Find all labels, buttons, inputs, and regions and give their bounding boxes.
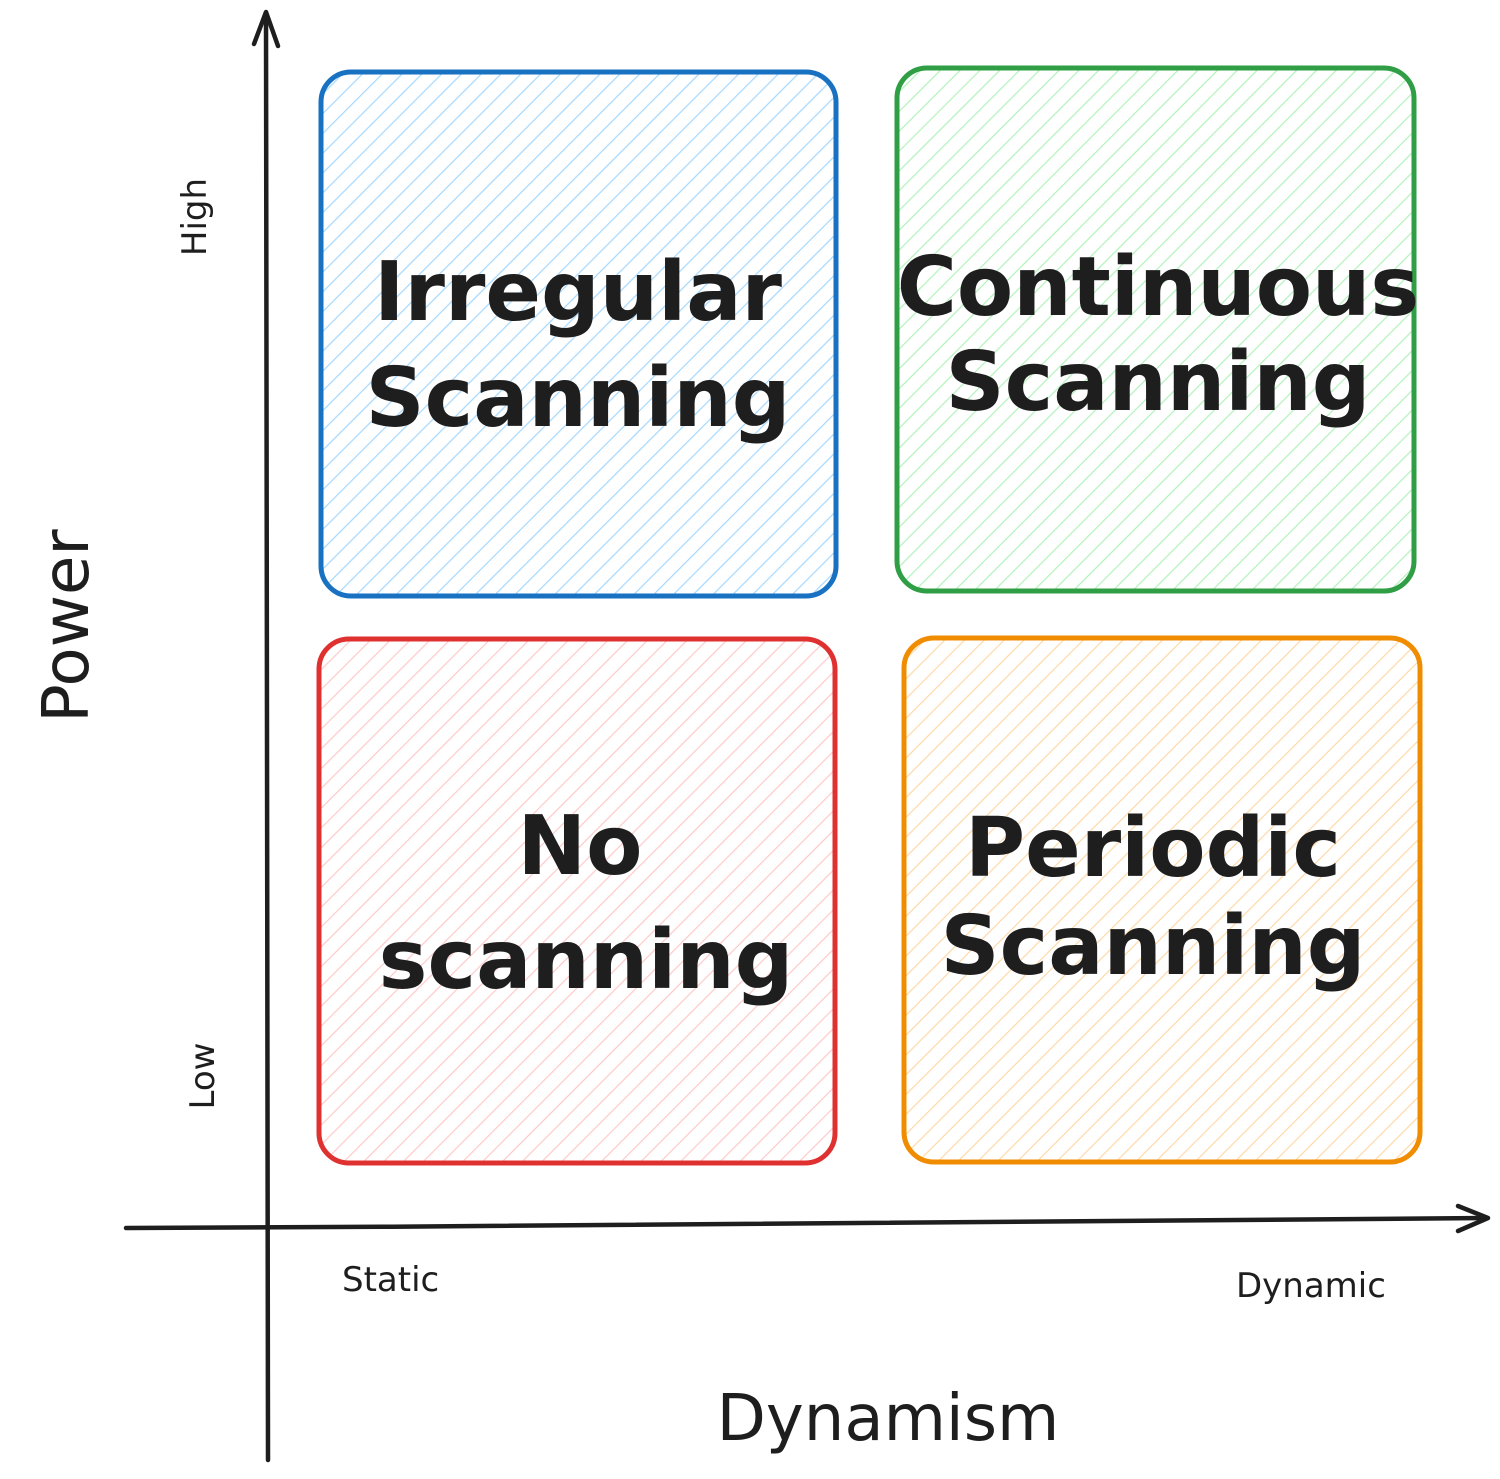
y-tick-low: Low: [183, 1043, 223, 1110]
y-axis-line: [263, 11, 271, 1463]
quadrant-irregular-title-line2: Scanning: [366, 351, 791, 446]
quadrant-continuous-border: [894, 65, 1417, 594]
quadrant-irregular-title-line1: Irregular: [374, 245, 783, 340]
quadrant-periodic-border: [901, 635, 1423, 1165]
x-tick-dynamic: Dynamic: [1236, 1266, 1386, 1306]
y-axis-title: Power: [30, 529, 104, 723]
quadrant-no-scanning: No scanning: [316, 636, 838, 1166]
quadrant-none-border: [316, 636, 838, 1166]
x-axis-title: Dynamism: [717, 1382, 1060, 1456]
quadrant-irregular-scanning: Irregular Scanning: [318, 69, 839, 599]
quadrant-none-title-line1: No: [518, 799, 643, 894]
quadrant-continuous-title-line2: Scanning: [946, 335, 1371, 430]
quadrant-periodic-title-line2: Scanning: [941, 899, 1366, 994]
quadrant-periodic-fill: [904, 638, 1420, 1162]
quadrant-continuous-title-line1: Continuous: [897, 240, 1419, 335]
y-tick-high: High: [175, 178, 215, 256]
x-tick-static: Static: [342, 1260, 439, 1300]
quadrant-continuous-scanning: Continuous Scanning: [894, 65, 1419, 594]
axes: [123, 9, 1491, 1463]
quadrant-continuous-fill: [897, 68, 1414, 591]
quadrant-none-title-line2: scanning: [379, 913, 794, 1008]
quadrant-periodic-title-line1: Periodic: [965, 801, 1341, 896]
quadrant-irregular-border: [318, 69, 839, 599]
x-axis-arrowhead: [1455, 1203, 1491, 1234]
quadrant-irregular-fill: [321, 72, 836, 596]
quadrant-periodic-scanning: Periodic Scanning: [901, 635, 1423, 1165]
quadrant-none-fill: [319, 639, 835, 1163]
x-axis-line: [123, 1215, 1489, 1231]
y-axis-arrowhead: [251, 9, 281, 49]
